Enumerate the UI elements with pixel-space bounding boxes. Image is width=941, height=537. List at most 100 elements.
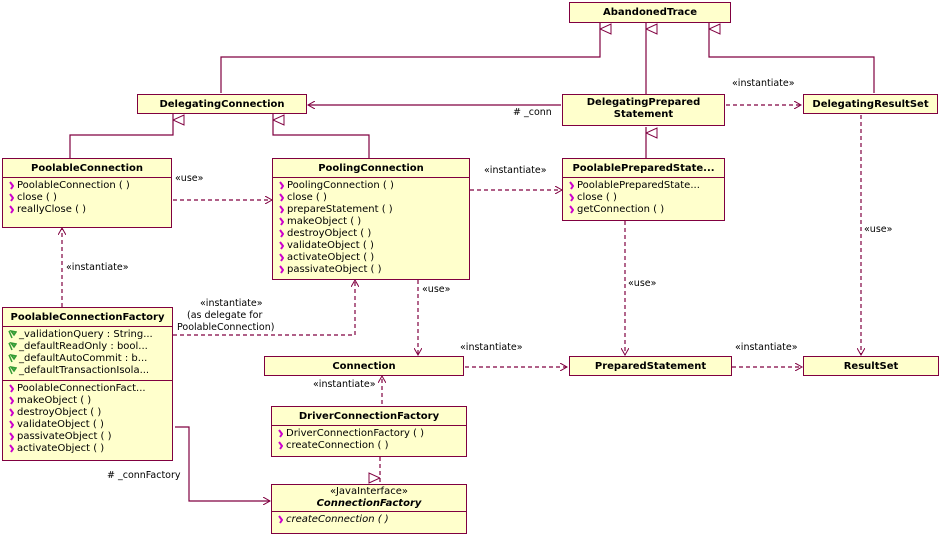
method-row[interactable]: activateObject ( ): [9, 443, 168, 455]
method-icon: [9, 384, 14, 393]
method-name: validateObject ( ): [17, 419, 104, 430]
class-poolable-connection-factory[interactable]: PoolableConnectionFactory _validationQue…: [2, 307, 173, 461]
method-row[interactable]: PoolableConnection ( ): [9, 180, 167, 192]
method-row[interactable]: destroyObject ( ): [9, 407, 168, 419]
method-icon: [9, 432, 14, 441]
class-poolable-prepared-statement[interactable]: PoolablePreparedState... PoolablePrepare…: [562, 158, 725, 221]
class-name: PoolableConnection: [3, 159, 171, 178]
method-icon: [569, 205, 574, 214]
method-row[interactable]: DriverConnectionFactory ( ): [278, 428, 462, 440]
method-icon: [279, 217, 284, 226]
method-icon: [9, 205, 14, 214]
class-delegating-prepared-statement[interactable]: DelegatingPrepared Statement: [562, 94, 725, 126]
method-row[interactable]: passivateObject ( ): [9, 431, 168, 443]
method-name: passivateObject ( ): [17, 431, 112, 442]
method-row[interactable]: close ( ): [279, 192, 465, 204]
method-row[interactable]: destroyObject ( ): [279, 228, 465, 240]
class-driver-connection-factory[interactable]: DriverConnectionFactory DriverConnection…: [271, 406, 467, 457]
class-poolable-connection[interactable]: PoolableConnection PoolableConnection ( …: [2, 158, 172, 228]
methods-section: PoolablePreparedState... close ( ) getCo…: [563, 178, 724, 219]
attributes-section: _validationQuery : String... _defaultRea…: [3, 327, 172, 381]
label-conn-role: # _conn: [513, 107, 552, 118]
class-delegating-result-set[interactable]: DelegatingResultSet: [803, 94, 938, 114]
attribute-row[interactable]: _defaultTransactionIsola...: [8, 365, 168, 377]
class-prepared-statement[interactable]: PreparedStatement: [569, 356, 732, 376]
method-icon: [9, 193, 14, 202]
attribute-name: _defaultAutoCommit : b...: [19, 353, 148, 364]
method-icon: [278, 429, 283, 438]
edge-poolingconnection-delegatingconnection: [272, 114, 370, 158]
method-row[interactable]: close ( ): [569, 192, 720, 204]
method-icon: [279, 205, 284, 214]
method-name: getConnection ( ): [577, 204, 665, 215]
method-icon: [279, 193, 284, 202]
method-row[interactable]: validateObject ( ): [279, 240, 465, 252]
class-name-line1: DelegatingPrepared: [586, 97, 701, 108]
edge-pcf-connfactory-assoc: [175, 426, 270, 501]
attribute-row[interactable]: _defaultAutoCommit : b...: [8, 353, 168, 365]
method-row[interactable]: reallyClose ( ): [9, 204, 167, 216]
method-row[interactable]: makeObject ( ): [279, 216, 465, 228]
method-icon: [278, 441, 283, 450]
method-row[interactable]: createConnection ( ): [278, 514, 462, 526]
method-name: makeObject ( ): [287, 216, 362, 227]
method-icon: [9, 408, 14, 417]
method-name: activateObject ( ): [287, 252, 375, 263]
method-name: makeObject ( ): [17, 395, 92, 406]
attribute-row[interactable]: _validationQuery : String...: [8, 329, 168, 341]
method-row[interactable]: passivateObject ( ): [279, 264, 465, 276]
field-icon: [8, 342, 17, 351]
method-icon: [279, 241, 284, 250]
interface-connection-factory[interactable]: «JavaInterface» ConnectionFactory create…: [271, 484, 467, 534]
method-name: PoolableConnectionFact...: [17, 383, 146, 394]
method-name: destroyObject ( ): [17, 407, 102, 418]
label-delegate: (as delegate for: [187, 310, 263, 321]
method-name: PoolablePreparedState...: [577, 180, 700, 191]
label-instantiate: «instantiate»: [66, 262, 129, 273]
method-row[interactable]: getConnection ( ): [569, 204, 720, 216]
method-name: createConnection ( ): [286, 514, 389, 525]
class-result-set[interactable]: ResultSet: [803, 356, 939, 376]
class-abandoned-trace[interactable]: AbandonedTrace: [569, 2, 731, 23]
class-name: ResultSet: [843, 361, 899, 372]
edge-pcf-poolingc-instantiate: [173, 280, 355, 336]
method-row[interactable]: PoolingConnection ( ): [279, 180, 465, 192]
label-use: «use»: [628, 278, 657, 289]
method-icon: [279, 253, 284, 262]
method-name: PoolableConnection ( ): [17, 180, 130, 191]
method-icon: [569, 181, 574, 190]
method-row[interactable]: PoolablePreparedState...: [569, 180, 720, 192]
method-name: destroyObject ( ): [287, 228, 372, 239]
label-use: «use»: [864, 224, 893, 235]
class-name: AbandonedTrace: [603, 7, 697, 18]
method-name: activateObject ( ): [17, 443, 105, 454]
method-icon: [9, 420, 14, 429]
class-connection[interactable]: Connection: [264, 356, 464, 376]
field-icon: [8, 354, 17, 363]
method-icon: [569, 193, 574, 202]
method-name: passivateObject ( ): [287, 264, 382, 275]
method-row[interactable]: validateObject ( ): [9, 419, 168, 431]
class-name: DriverConnectionFactory: [272, 407, 466, 426]
label-instantiate: «instantiate»: [735, 342, 798, 353]
attribute-row[interactable]: _defaultReadOnly : bool...: [8, 341, 168, 353]
class-name: PreparedStatement: [594, 361, 707, 372]
method-row[interactable]: createConnection ( ): [278, 440, 462, 452]
method-row[interactable]: close ( ): [9, 192, 167, 204]
method-name: close ( ): [287, 192, 327, 203]
label-connfactory-role: # _connFactory: [107, 470, 181, 481]
method-name: reallyClose ( ): [17, 204, 87, 215]
attribute-name: _validationQuery : String...: [19, 329, 153, 340]
methods-section: PoolableConnection ( ) close ( ) reallyC…: [3, 178, 171, 219]
method-row[interactable]: PoolableConnectionFact...: [9, 383, 168, 395]
class-name: PoolingConnection: [273, 159, 469, 178]
stereotype: «JavaInterface»: [330, 486, 408, 497]
method-row[interactable]: makeObject ( ): [9, 395, 168, 407]
class-name: PoolablePreparedState...: [563, 159, 724, 178]
edge-poolableconnection-delegatingconnection: [69, 114, 173, 158]
label-instantiate: «instantiate»: [732, 78, 795, 89]
class-pooling-connection[interactable]: PoolingConnection PoolingConnection ( ) …: [272, 158, 470, 280]
class-delegating-connection[interactable]: DelegatingConnection: [137, 94, 307, 114]
method-row[interactable]: prepareStatement ( ): [279, 204, 465, 216]
method-row[interactable]: activateObject ( ): [279, 252, 465, 264]
